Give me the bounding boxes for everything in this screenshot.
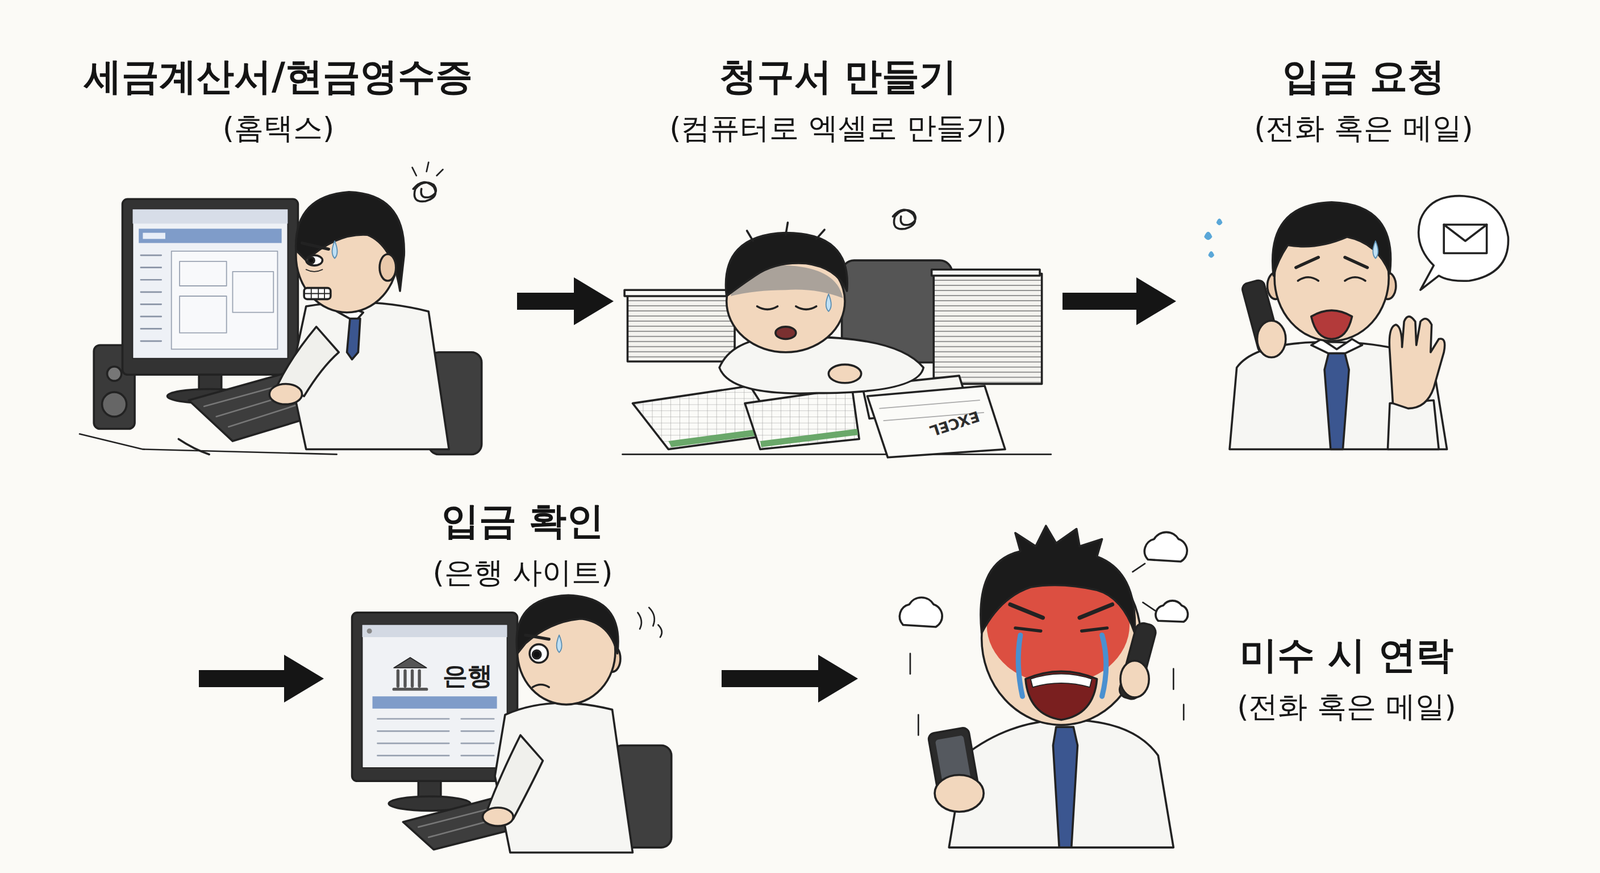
process-step: 입금 요청 (전화 혹은 메일) [1181, 39, 1546, 472]
step-subtitle: (은행 사이트) [432, 553, 613, 593]
flow-arrow [1062, 292, 1148, 310]
flow-arrow [721, 669, 830, 687]
step-heading: 세금계산서/현금영수증 [84, 52, 473, 102]
scene-payment-request [1203, 196, 1508, 450]
step-text-group: 청구서 만들기 (컴퓨터로 엑셀로 만들기) [619, 39, 1057, 148]
step-heading: 입금 확인 [441, 496, 605, 546]
process-step: 세금계산서/현금영수증 (홈택스) [45, 39, 512, 472]
step-text-group: 미수 시 연락 (전화 혹은 메일) [1198, 630, 1495, 726]
step-text-group: 입금 확인 (은행 사이트) [329, 494, 716, 592]
step-subtitle: (컴퓨터로 엑셀로 만들기) [669, 109, 1007, 148]
process-step: 입금 확인 (은행 사이트) [329, 494, 716, 864]
step-heading: 미수 시 연락 [1239, 630, 1454, 680]
step-subtitle: (전화 혹은 메일) [1253, 109, 1474, 148]
step-subtitle: (전화 혹은 메일) [1236, 687, 1457, 727]
step-heading: 입금 요청 [1282, 52, 1446, 102]
process-step: 청구서 만들기 (컴퓨터로 엑셀로 만들기) [619, 39, 1057, 478]
scene-tax-invoice [79, 162, 482, 455]
flow-arrow [198, 669, 296, 687]
illustration-label: 은행 [442, 661, 493, 690]
process-step: 미수 시 연락 (전화 혹은 메일) [863, 522, 1506, 858]
flow-arrow [517, 292, 586, 310]
step-subtitle: (홈택스) [222, 109, 335, 148]
illustration-label: EXCEL [927, 407, 982, 439]
step-text-group: 세금계산서/현금영수증 (홈택스) [45, 39, 512, 148]
scene-invoice-making [622, 209, 1052, 458]
step-text-group: 입금 요청 (전화 혹은 메일) [1181, 39, 1546, 148]
step-heading: 청구서 만들기 [719, 52, 958, 102]
scene-payment-check [352, 594, 672, 853]
scene-overdue-contact [899, 525, 1188, 848]
